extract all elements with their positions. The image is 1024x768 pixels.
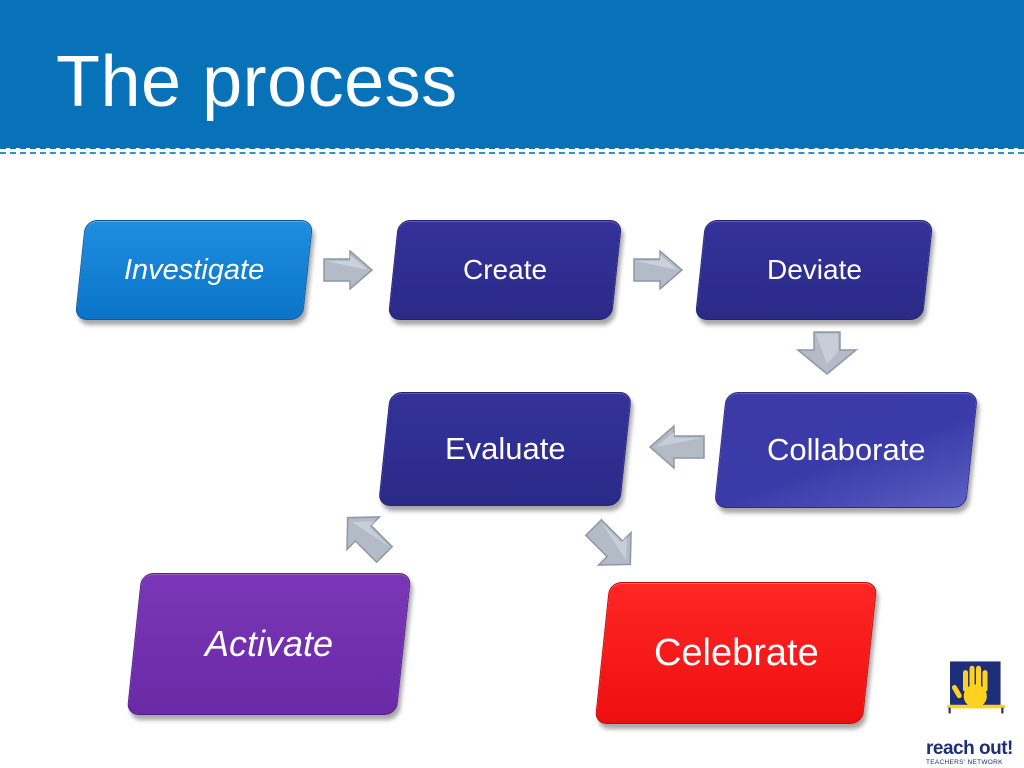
- arrow-down-icon: [796, 331, 858, 375]
- step-celebrate: Celebrate: [594, 582, 878, 724]
- slide-title: The process: [56, 42, 458, 122]
- step-activate-label: Activate: [204, 623, 334, 664]
- arrow-down-left-icon: [346, 516, 394, 564]
- raised-hand-logo-icon: [947, 661, 1005, 714]
- arrow-right-icon: [323, 250, 374, 290]
- step-create-label: Create: [462, 254, 548, 285]
- header-divider-2: [0, 152, 1024, 154]
- step-celebrate-label: Celebrate: [653, 631, 819, 674]
- step-investigate-label: Investigate: [123, 253, 265, 286]
- step-deviate-label: Deviate: [766, 254, 862, 285]
- step-create: Create: [387, 220, 623, 320]
- step-collaborate-label: Collaborate: [766, 432, 926, 467]
- arrow-right-icon: [633, 250, 684, 290]
- arrow-left-icon: [648, 424, 705, 470]
- step-evaluate-label: Evaluate: [444, 431, 566, 466]
- header-divider: [0, 147, 1024, 149]
- arrow-down-right-icon: [584, 518, 632, 566]
- logo-tagline: TEACHERS' NETWORK: [926, 759, 1003, 766]
- slide-header: The process: [0, 0, 1024, 148]
- step-activate: Activate: [126, 573, 412, 715]
- step-collaborate: Collaborate: [713, 392, 979, 508]
- step-investigate: Investigate: [74, 220, 314, 320]
- step-evaluate: Evaluate: [378, 392, 632, 506]
- step-deviate: Deviate: [694, 220, 934, 320]
- logo-name: reach out!: [926, 738, 1013, 759]
